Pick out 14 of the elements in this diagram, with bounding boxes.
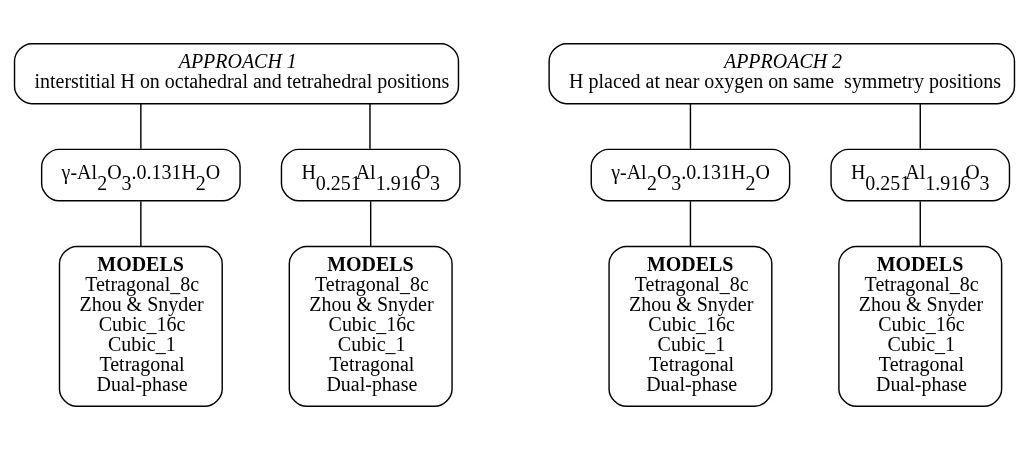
connector	[369, 200, 372, 247]
connector	[919, 200, 921, 247]
node-box: MODELS Tetragonal_8c Zhou & Snyder Cubic_16c Cubic_1 Tetragonal Dual-phase	[58, 245, 223, 407]
connector	[689, 102, 692, 149]
connector	[369, 102, 371, 149]
connector	[689, 200, 692, 247]
connector	[140, 200, 142, 247]
node-box: MODELS Tetragonal_8c Zhou & Snyder Cubic_16c Cubic_1 Tetragonal Dual-phase	[838, 245, 1003, 407]
node-box: APPROACH 2 H placed at near oxygen on same symmetry positions	[548, 42, 1016, 104]
node-box: APPROACH 1 interstitial H on octahedral and tetrahedral positions	[13, 42, 460, 104]
connector	[140, 102, 142, 149]
connector	[919, 102, 921, 149]
node-box: MODELS Tetragonal_8c Zhou & Snyder Cubic_16c Cubic_1 Tetragonal Dual-phase	[608, 245, 773, 407]
node-box: MODELS Tetragonal_8c Zhou & Snyder Cubic_16c Cubic_1 Tetragonal Dual-phase	[288, 245, 453, 407]
